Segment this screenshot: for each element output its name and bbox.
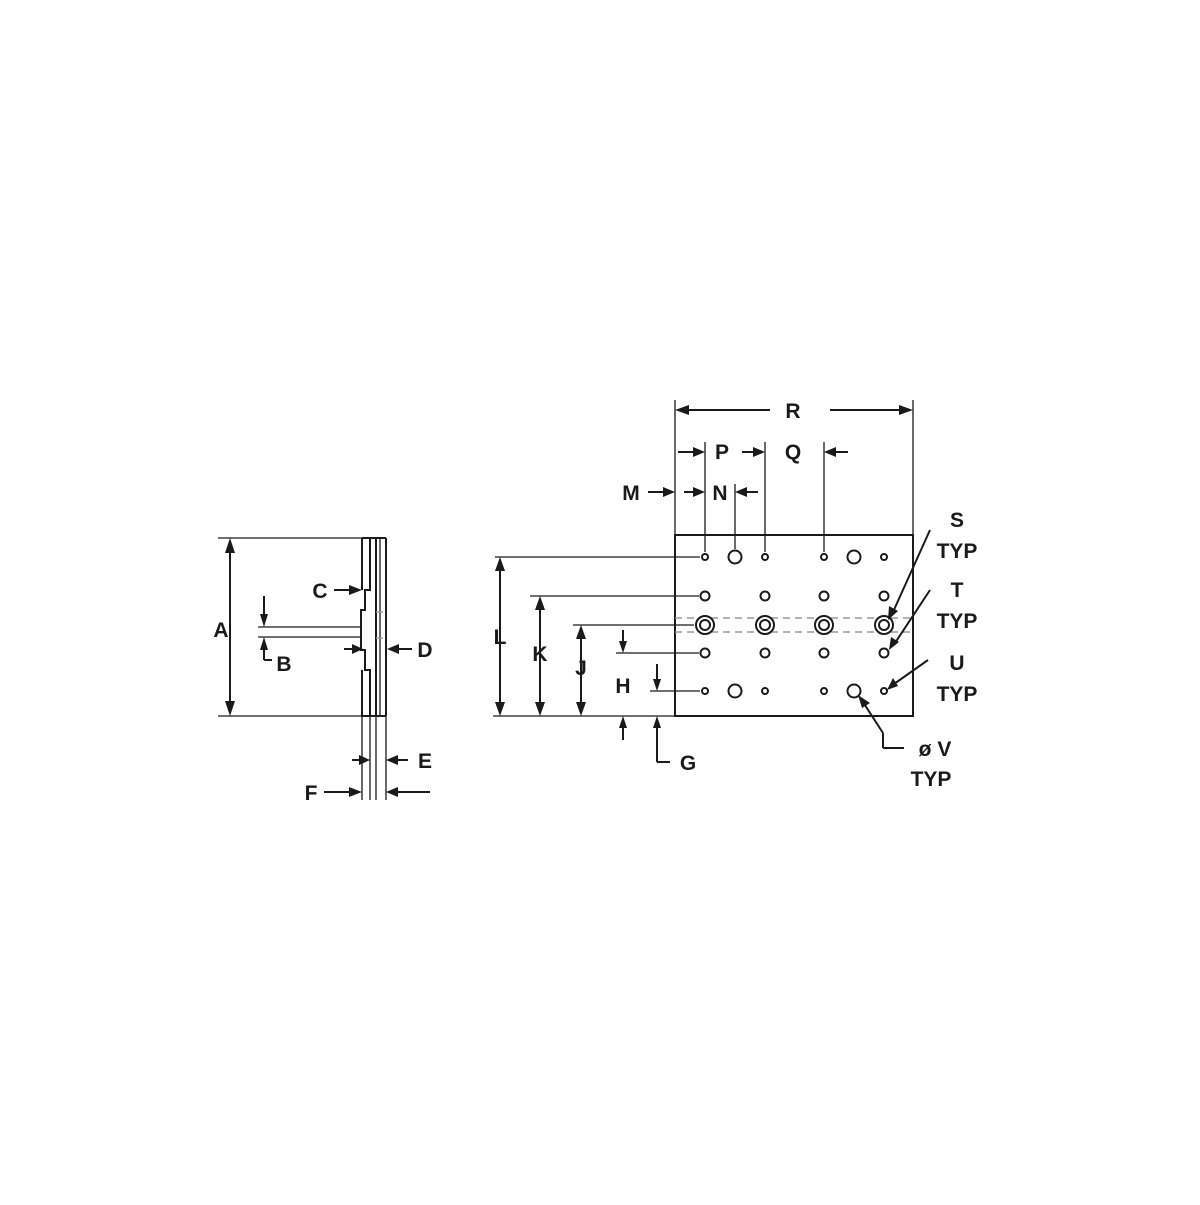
arrowhead: [753, 447, 765, 457]
hole-medium: [699, 590, 711, 602]
hole-medium: [878, 647, 890, 659]
hole-small: [880, 553, 888, 561]
hole-small: [701, 553, 709, 561]
hole-small: [761, 687, 769, 695]
hole-large: [846, 683, 862, 699]
hole-medium: [878, 590, 890, 602]
arrowhead: [535, 702, 545, 716]
arrowhead: [349, 787, 362, 797]
arrowhead: [653, 679, 661, 691]
front-view: R P Q M N L K J H G S TYP T TYP U TYP ø …: [493, 400, 977, 791]
arrowhead: [260, 614, 268, 627]
side-plate-outline: [360, 537, 377, 717]
arrowhead: [386, 787, 398, 797]
hole-small: [820, 553, 828, 561]
label-k: K: [532, 643, 547, 666]
arrowhead: [576, 625, 586, 639]
hole-medium: [759, 647, 771, 659]
label-p: P: [715, 441, 729, 464]
arrowhead: [675, 405, 689, 415]
label-t: T: [951, 579, 964, 602]
arrowhead: [619, 716, 627, 728]
label-b: B: [276, 653, 291, 676]
arrowhead: [888, 606, 898, 620]
label-a: A: [213, 619, 228, 642]
arrowhead: [619, 641, 627, 653]
label-g: G: [680, 752, 696, 775]
label-r: R: [785, 400, 800, 423]
arrowhead: [535, 596, 545, 610]
hole-medium: [818, 647, 830, 659]
label-l: L: [494, 626, 507, 649]
arrowhead: [352, 644, 363, 654]
hole-counterbore-inner: [759, 619, 771, 631]
arrowhead: [225, 538, 235, 553]
arrowhead: [899, 405, 913, 415]
arrowhead: [824, 447, 836, 457]
arrowhead: [359, 755, 370, 765]
hole-small: [701, 687, 709, 695]
hole-small: [820, 687, 828, 695]
arrowhead: [887, 678, 898, 690]
hole-large: [727, 683, 743, 699]
label-v: ø V: [919, 738, 952, 761]
label-v-typ: TYP: [911, 768, 952, 791]
leader-s: [892, 529, 931, 613]
label-u-typ: TYP: [937, 683, 978, 706]
hole-medium: [699, 647, 711, 659]
label-m: M: [622, 482, 640, 505]
hole-small: [761, 553, 769, 561]
hole-large: [727, 549, 743, 565]
label-j: J: [575, 657, 587, 680]
arrowhead: [653, 716, 661, 728]
arrowhead: [495, 702, 505, 716]
label-e: E: [418, 750, 432, 773]
arrowhead: [386, 755, 398, 765]
leader-u: [893, 659, 929, 685]
hole-large: [846, 549, 862, 565]
label-u: U: [949, 652, 964, 675]
hole-counterbore-inner: [878, 619, 890, 631]
arrowhead: [495, 557, 505, 571]
arrowhead: [889, 637, 899, 650]
label-n: N: [712, 482, 727, 505]
arrowhead: [693, 487, 705, 497]
label-c: C: [312, 580, 327, 603]
arrowhead: [225, 701, 235, 716]
hole-medium: [759, 590, 771, 602]
side-view: A B C D E F: [213, 537, 433, 805]
arrowhead: [693, 447, 705, 457]
label-s-typ: TYP: [937, 540, 978, 563]
arrowhead: [260, 637, 268, 650]
label-h: H: [615, 675, 630, 698]
label-q: Q: [785, 441, 801, 464]
arrowhead: [663, 487, 675, 497]
arrowhead: [858, 695, 870, 708]
label-d: D: [417, 639, 432, 662]
label-s: S: [950, 509, 964, 532]
arrowhead: [735, 487, 747, 497]
label-f: F: [305, 782, 318, 805]
leader-t: [894, 589, 931, 644]
label-t-typ: TYP: [937, 610, 978, 633]
hole-small: [880, 687, 888, 695]
arrowhead: [387, 644, 399, 654]
arrowhead: [349, 585, 362, 595]
hole-medium: [818, 590, 830, 602]
hole-counterbore-inner: [818, 619, 830, 631]
arrowhead: [576, 702, 586, 716]
hole-counterbore-inner: [699, 619, 711, 631]
